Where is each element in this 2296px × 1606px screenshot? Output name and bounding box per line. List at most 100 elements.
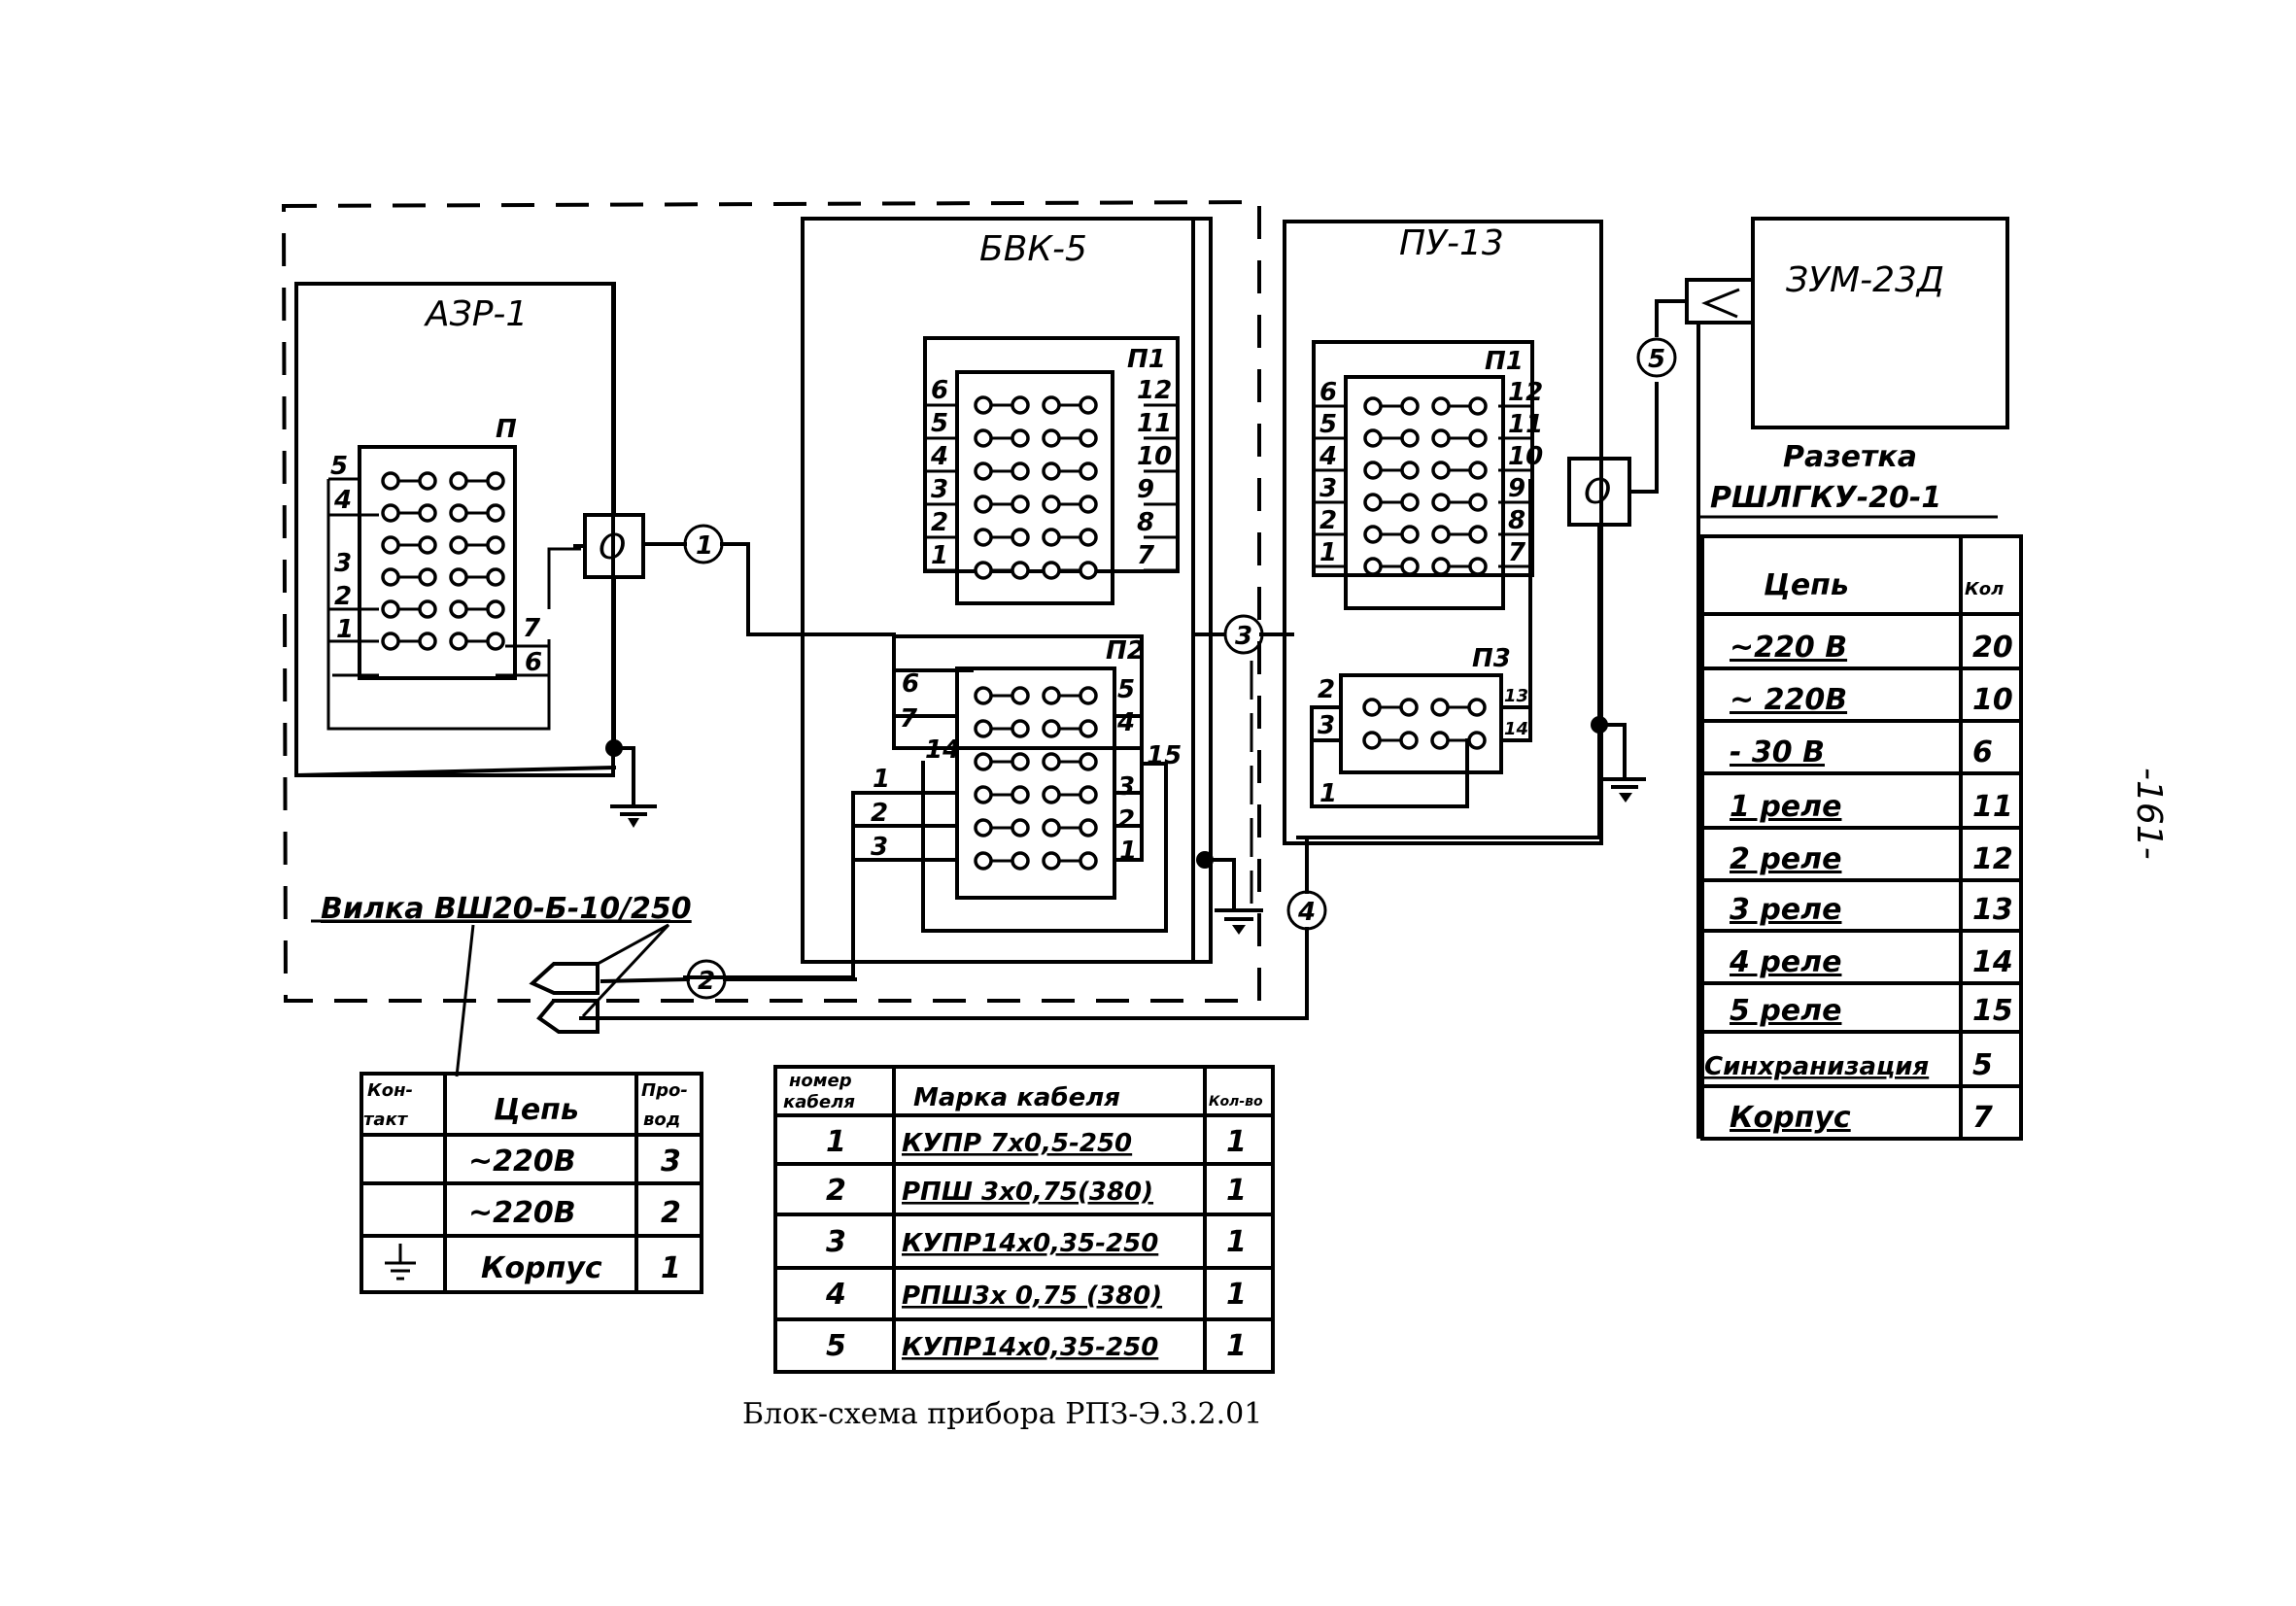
pin-number-label: 1: [931, 541, 948, 570]
bvk-p2-top-frame: [892, 634, 1144, 750]
bvk-frame: [801, 217, 1213, 964]
cable-marker-3-label: 3: [1235, 622, 1252, 651]
bvk-p2-pin-label: 4: [1116, 708, 1135, 737]
contact-pin: [974, 719, 993, 738]
socket-table-cell-circuit: 5 реле: [1730, 994, 1841, 1028]
pin-number-label: 11: [1137, 409, 1172, 438]
contact-pin: [1400, 557, 1420, 576]
contact-pin: [1042, 752, 1061, 771]
contact-pin: [1363, 557, 1383, 576]
cable-marker-3: [1223, 614, 1264, 655]
contact-pin: [1400, 461, 1420, 480]
plug-table-header-circuit: Цепь: [494, 1093, 579, 1127]
pu-p3-pin-label: 2: [1318, 675, 1335, 704]
contact-pin: [1431, 493, 1451, 512]
contact-pin: [486, 599, 505, 619]
zum-frame: [1751, 217, 2009, 429]
bvk-p2-pin-label: 1: [873, 765, 890, 794]
pin-number-label: 10: [1137, 442, 1172, 471]
cable-table-cell-qty: 1: [1226, 1225, 1247, 1259]
contact-pin: [974, 785, 993, 804]
bvk-p2-label: П2: [1106, 636, 1145, 666]
contact-pin: [1079, 561, 1098, 580]
contact-pin: [1430, 698, 1450, 717]
contact-pin: [974, 561, 993, 580]
contact-pin: [1011, 461, 1030, 481]
cable-table-cell-num: 3: [826, 1225, 846, 1259]
pin-number-label: 3: [931, 475, 948, 504]
contact-pin: [1011, 495, 1030, 514]
contact-pin: [1011, 686, 1030, 705]
cable-table-header-num: номер: [789, 1071, 852, 1091]
cable-marker-4: [1286, 890, 1327, 931]
azr-pin-label: 7: [523, 614, 541, 643]
cable-table-cell-num: 2: [826, 1174, 846, 1208]
ground-icon: [385, 1244, 416, 1281]
contact-pin: [1363, 493, 1383, 512]
cable-marker-5: [1636, 337, 1677, 378]
contact-pin: [418, 567, 437, 587]
contact-pin: [1042, 818, 1061, 837]
contact-pin: [1431, 557, 1451, 576]
bvk-p2-pin-label: 2: [1117, 805, 1135, 835]
plug-icon: [529, 923, 670, 1034]
cable-marker-1: [683, 524, 724, 564]
contact-pin: [381, 567, 400, 587]
pu-p1-label: П1: [1485, 347, 1524, 376]
contact-pin: [974, 528, 993, 547]
cable-marker-2: [686, 959, 727, 1000]
cable-table-cell-brand: РПШ3х 0,75 (380): [902, 1281, 1162, 1311]
contact-pin: [486, 471, 505, 491]
plug-table-header-contact: Кон-: [367, 1080, 413, 1101]
contact-pin: [1431, 525, 1451, 544]
pu-p3-pin-label: 1: [1319, 779, 1337, 808]
zum-title: ЗУМ-23Д: [1786, 260, 1944, 300]
pin-number-label: 6: [931, 376, 948, 405]
contact-pin: [1468, 493, 1488, 512]
pin-number-label: 9: [1137, 475, 1154, 504]
azr-pin-label: 1: [336, 615, 354, 644]
plug-table-cell: 1: [661, 1251, 681, 1285]
cable-marker-5-label: 5: [1648, 345, 1665, 374]
pu-p1-outer: [1312, 340, 1534, 577]
contact-pin: [1079, 528, 1098, 547]
azr-title: АЗР-1: [424, 294, 528, 334]
contact-pin: [1011, 785, 1030, 804]
contact-pin: [381, 535, 400, 555]
contact-pin: [1042, 461, 1061, 481]
plug-table-header-wire: Про-: [641, 1080, 688, 1101]
bvk-p1-connector: [955, 370, 1114, 605]
bvk-p1-label: П1: [1127, 345, 1166, 374]
socket-table-cell-qty: 15: [1972, 994, 2013, 1028]
cable-table-header-num-2: кабеля: [783, 1092, 855, 1112]
pu-p1-connector: [1344, 375, 1505, 610]
contact-pin: [418, 599, 437, 619]
contact-pin: [974, 428, 993, 448]
socket-table-header-qty: Кол: [1965, 579, 2004, 599]
cable-table-cell-num: 4: [825, 1278, 846, 1312]
cable-marker-2-label: 2: [698, 967, 715, 996]
plug-table: Кон- такт Цепь Про- вод ~220В 3 ~220В 2 …: [360, 1072, 703, 1294]
bvk-p2-pin-label: 2: [871, 799, 888, 828]
contact-pin: [1011, 719, 1030, 738]
cable-table-cell-num: 5: [826, 1329, 846, 1363]
cable-table-cell-qty: 1: [1226, 1125, 1247, 1159]
page-number: -161-: [2129, 768, 2169, 860]
pin-number-label: 2: [931, 508, 948, 537]
bvk-p2-pin-label: 7: [900, 704, 918, 734]
contact-pin: [1011, 752, 1030, 771]
socket-table-cell-qty: 14: [1972, 945, 2013, 979]
contact-pin: [449, 567, 468, 587]
cable-table-cell-qty: 1: [1226, 1174, 1247, 1208]
azr-connector-label: П: [496, 415, 517, 444]
contact-pin: [449, 632, 468, 651]
pu-p3-pin-label: 3: [1318, 711, 1335, 740]
contact-pin: [449, 535, 468, 555]
contact-pin: [381, 632, 400, 651]
cable-table-cell-num: 1: [826, 1125, 846, 1159]
cable-table-header-brand: Марка кабеля: [913, 1083, 1120, 1112]
contact-pin: [1042, 686, 1061, 705]
socket-table-cell-qty: 5: [1972, 1048, 1993, 1082]
